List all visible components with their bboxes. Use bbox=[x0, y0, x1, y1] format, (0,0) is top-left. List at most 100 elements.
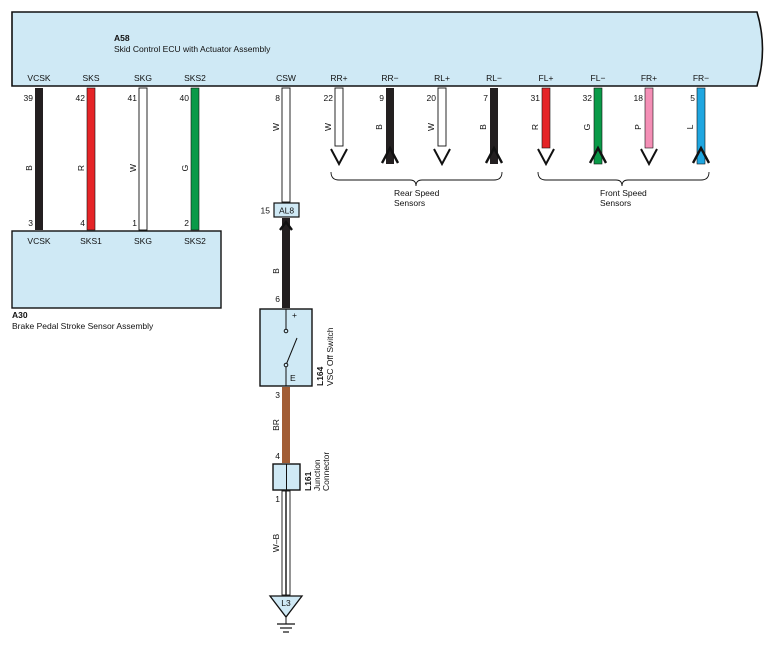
brake-sensor-code: A30 bbox=[12, 310, 28, 320]
pin-skg-ecu: 41 bbox=[128, 93, 138, 103]
pin-switch-top: 6 bbox=[275, 294, 280, 304]
switch-name: VSC Off Switch bbox=[325, 327, 335, 386]
pin-switch-bottom: 3 bbox=[275, 390, 280, 400]
sensor-terminal-sks1: SKS1 bbox=[80, 236, 102, 246]
pin-fl-plus: 31 bbox=[531, 93, 541, 103]
ecu-terminal-rr-plus: RR+ bbox=[330, 73, 347, 83]
ecu-terminal-rl-minus: RL− bbox=[486, 73, 502, 83]
arrow-down-icon bbox=[433, 148, 451, 167]
ecu-terminal-sks2: SKS2 bbox=[184, 73, 206, 83]
pin-junction-bottom: 1 bbox=[275, 494, 280, 504]
wire-fl-minus bbox=[593, 87, 603, 165]
pin-al8: 15 bbox=[261, 206, 271, 216]
pin-csw-ecu: 8 bbox=[275, 93, 280, 103]
arrow-up-icon bbox=[691, 145, 711, 164]
arrow-up-icon bbox=[380, 145, 400, 164]
ecu-terminal-vcsk: VCSK bbox=[27, 73, 50, 83]
arrow-up-icon bbox=[588, 145, 608, 164]
switch-code: L164 bbox=[315, 366, 325, 386]
ecu-name: Skid Control ECU with Actuator Assembly bbox=[114, 44, 271, 54]
pin-sks2-ecu: 40 bbox=[180, 93, 190, 103]
pin-junction-top: 4 bbox=[275, 451, 280, 461]
pin-fr-minus: 5 bbox=[690, 93, 695, 103]
arrow-down-icon bbox=[537, 148, 555, 167]
ecu-terminal-rl-plus: RL+ bbox=[434, 73, 450, 83]
wire-color-skg: W bbox=[128, 164, 138, 172]
ground-symbol bbox=[268, 595, 304, 619]
switch-e-label: E bbox=[290, 373, 296, 383]
connector-al8-code: AL8 bbox=[279, 206, 294, 216]
wire-csw bbox=[281, 87, 291, 203]
wire-sks2 bbox=[190, 87, 200, 231]
pin-rr-minus: 9 bbox=[379, 93, 384, 103]
arrow-up-icon bbox=[484, 145, 504, 164]
connector-chevron-icon bbox=[279, 220, 293, 231]
sensor-terminal-vcsk: VCSK bbox=[27, 236, 50, 246]
junction-name-2: Connector bbox=[321, 452, 331, 491]
ground-code: L3 bbox=[281, 598, 291, 608]
wire-color-sks2: G bbox=[180, 165, 190, 172]
pin-rl-minus: 7 bbox=[483, 93, 488, 103]
pin-vcsk-ecu: 39 bbox=[24, 93, 34, 103]
connector-al8 bbox=[273, 202, 300, 218]
wire-sks bbox=[86, 87, 96, 231]
switch-contact-bottom bbox=[283, 362, 289, 368]
ecu-terminal-rr-minus: RR− bbox=[381, 73, 398, 83]
wire-color-fr-plus: P bbox=[633, 124, 643, 130]
wire-fr-plus bbox=[644, 87, 654, 149]
pin-fr-plus: 18 bbox=[634, 93, 644, 103]
pin-sks2-sensor: 2 bbox=[184, 218, 189, 228]
pin-rl-plus: 20 bbox=[427, 93, 437, 103]
wire-color-sks: R bbox=[76, 165, 86, 171]
brake-sensor-name: Brake Pedal Stroke Sensor Assembly bbox=[12, 321, 154, 331]
pin-sks-ecu: 42 bbox=[76, 93, 86, 103]
ecu-terminal-csw: CSW bbox=[276, 73, 296, 83]
wire-rr-minus bbox=[386, 88, 394, 164]
wire-rr-plus bbox=[334, 87, 344, 147]
wire-color-fl-plus: R bbox=[530, 124, 540, 130]
rear-sensors-label-2: Sensors bbox=[394, 198, 425, 208]
ecu-terminal-fr-plus: FR+ bbox=[641, 73, 657, 83]
ecu-terminal-fr-minus: FR− bbox=[693, 73, 709, 83]
wire-color-w-b: W–B bbox=[271, 533, 281, 552]
junction-code: L161 bbox=[303, 471, 313, 491]
wire-color-fr-minus: L bbox=[685, 124, 695, 129]
wire-color-rl-plus: W bbox=[426, 123, 436, 131]
pin-vcsk-sensor: 3 bbox=[28, 218, 33, 228]
rear-sensors-bracket bbox=[330, 171, 503, 187]
wire-color-switch-in: B bbox=[271, 268, 281, 274]
wire-fr-minus bbox=[696, 87, 706, 165]
ecu-terminal-sks: SKS bbox=[82, 73, 99, 83]
wire-color-vcsk: B bbox=[24, 165, 34, 171]
front-sensors-label-2: Sensors bbox=[600, 198, 631, 208]
wire-color-rl-minus: B bbox=[478, 124, 488, 130]
rear-sensors-label-1: Rear Speed bbox=[394, 188, 440, 198]
wire-br bbox=[282, 387, 290, 463]
wire-color-fl-minus: G bbox=[582, 124, 592, 131]
front-sensors-bracket bbox=[537, 171, 710, 187]
pin-skg-sensor: 1 bbox=[132, 218, 137, 228]
switch-contact-top bbox=[283, 328, 289, 334]
switch-blade bbox=[285, 337, 298, 366]
wire-color-rr-plus: W bbox=[323, 123, 333, 131]
junction-name-1: Junction bbox=[312, 459, 322, 491]
wire-color-csw: W bbox=[271, 123, 281, 131]
ecu-code: A58 bbox=[114, 33, 130, 43]
wire-rl-plus bbox=[437, 87, 447, 147]
pin-rr-plus: 22 bbox=[324, 93, 334, 103]
wire-rl-minus bbox=[490, 88, 498, 164]
wire-fl-plus bbox=[541, 87, 551, 149]
sensor-terminal-skg: SKG bbox=[134, 236, 152, 246]
sensor-terminal-sks2: SKS2 bbox=[184, 236, 206, 246]
ecu-terminal-fl-plus: FL+ bbox=[539, 73, 554, 83]
front-sensors-label-1: Front Speed bbox=[600, 188, 647, 198]
wire-skg bbox=[138, 87, 148, 231]
ecu-block bbox=[11, 11, 764, 87]
arrow-down-icon bbox=[640, 148, 658, 167]
wire-color-br: BR bbox=[271, 419, 281, 431]
wire-vcsk bbox=[35, 88, 43, 230]
wire-color-rr-minus: B bbox=[374, 124, 384, 130]
switch-plus-label: + bbox=[292, 310, 297, 320]
ecu-terminal-fl-minus: FL− bbox=[591, 73, 606, 83]
